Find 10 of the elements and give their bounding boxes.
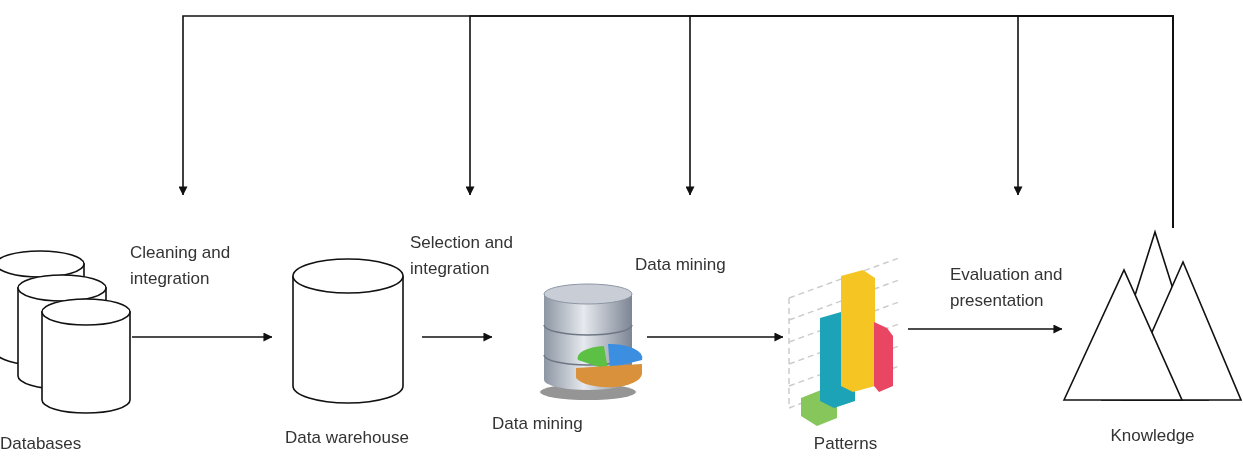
arrow	[421, 332, 493, 342]
arrow	[1013, 15, 1174, 229]
node-label: Patterns	[813, 434, 878, 454]
node-label: Databases	[0, 434, 82, 454]
arrow	[131, 332, 273, 342]
node-label: Knowledge	[1110, 426, 1195, 446]
node-label: Data mining	[492, 414, 583, 434]
node-label: Data warehouse	[285, 428, 409, 448]
arrow	[646, 332, 784, 342]
arrow	[907, 324, 1063, 334]
